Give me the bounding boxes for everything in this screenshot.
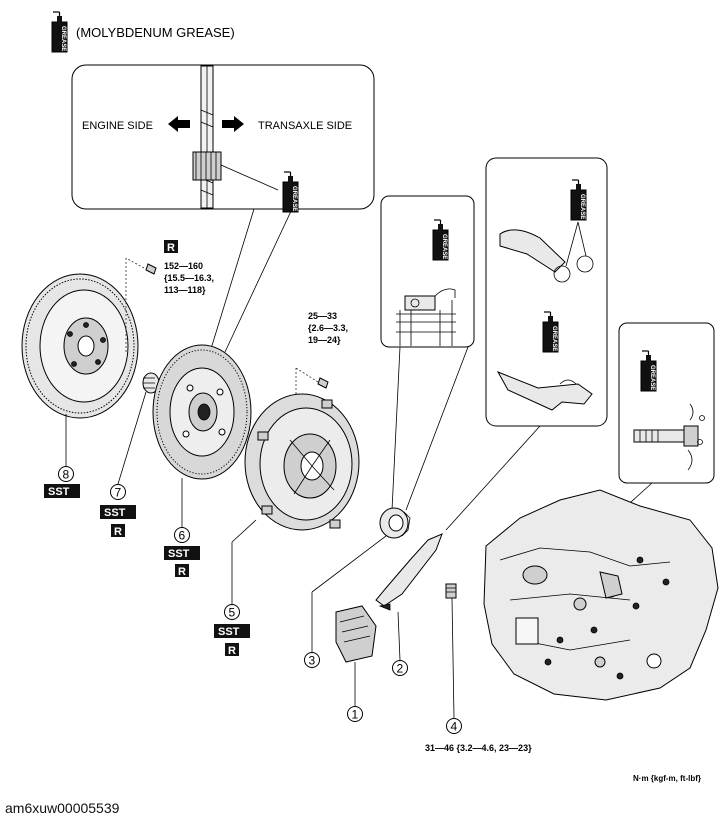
grease-tube-icon: GREASE: [51, 11, 68, 53]
grease-tube-icon: GREASE: [640, 350, 657, 392]
callout-8: 8: [58, 414, 74, 482]
badge-r: R: [225, 643, 239, 657]
stud-torque: 31—46 {3.2—4.6, 23—23}: [425, 743, 532, 753]
badge-sst: SST: [164, 546, 200, 560]
svg-text:GREASE: GREASE: [649, 365, 655, 390]
svg-text:SST: SST: [48, 486, 70, 498]
svg-text:GREASE: GREASE: [291, 186, 297, 211]
svg-text:8: 8: [63, 468, 70, 482]
legend-label: (MOLYBDENUM GREASE): [76, 25, 235, 40]
badge-sst: SST: [100, 505, 136, 519]
svg-text:SST: SST: [218, 626, 240, 638]
grease-tube-icon: GREASE: [542, 311, 559, 353]
callout-1: 1: [347, 706, 363, 722]
svg-text:R: R: [167, 242, 175, 254]
flywheel: [21, 273, 139, 419]
svg-text:SST: SST: [168, 548, 190, 560]
boot: [335, 605, 377, 706]
inset-release-bearing: GREASE: [380, 195, 475, 348]
units-note: N·m {kgf-m, ft-lbf}: [633, 774, 701, 783]
svg-text:GREASE: GREASE: [551, 326, 557, 351]
callout-2: 2: [392, 660, 408, 676]
image-id: am6xuw00005539: [5, 800, 120, 816]
svg-text:GREASE: GREASE: [60, 26, 66, 51]
callout-7: 7: [110, 484, 126, 500]
flywheel-torque-line3: 113—118}: [164, 285, 206, 295]
svg-text:4: 4: [451, 720, 458, 734]
callout-5: 5: [224, 604, 240, 620]
engine-side-label: ENGINE SIDE: [82, 120, 153, 132]
grease-tube-icon: GREASE: [282, 171, 299, 213]
svg-text:2: 2: [397, 662, 404, 676]
release-bearing: [311, 507, 411, 652]
flywheel-bolt: [125, 257, 157, 352]
callout-4: 4: [446, 718, 462, 734]
flywheel-torque-line2: {15.5—16.3,: [164, 273, 214, 283]
release-fork: [375, 533, 443, 661]
svg-text:GREASE: GREASE: [441, 234, 447, 259]
transaxle-side-arrow-icon: [222, 116, 244, 132]
flywheel-torque-line1: 152—160: [164, 261, 203, 271]
clutch-disc: [152, 344, 252, 527]
svg-text:R: R: [228, 645, 236, 657]
pilot-bearing: [117, 372, 160, 485]
grease-tube-icon: GREASE: [570, 179, 587, 221]
callout-3: 3: [304, 652, 320, 668]
badge-r: R: [175, 564, 189, 578]
inset-input-shaft: GREASE: [618, 322, 715, 484]
cover-torque-line3: 19—24}: [308, 335, 341, 345]
svg-text:3: 3: [309, 654, 316, 668]
svg-text:GREASE: GREASE: [579, 194, 585, 219]
inset-splined-shaft: ENGINE SIDE TRANSAXLE SIDE GREASE: [71, 64, 375, 213]
badge-r: R: [111, 524, 125, 538]
svg-text:1: 1: [352, 708, 359, 722]
svg-text:6: 6: [179, 529, 186, 543]
cover-torque-line2: {2.6—3.3,: [308, 323, 348, 333]
svg-text:SST: SST: [104, 507, 126, 519]
clutch-cover: [231, 393, 360, 605]
cover-torque-line1: 25—33: [308, 311, 337, 321]
svg-text:R: R: [178, 566, 186, 578]
stud-bolt: [445, 583, 457, 719]
badge-sst: SST: [44, 484, 80, 498]
grease-tube-icon: GREASE: [432, 219, 449, 261]
svg-text:7: 7: [115, 486, 122, 500]
badge-sst: SST: [214, 624, 250, 638]
legend: GREASE (MOLYBDENUM GREASE): [51, 11, 235, 53]
svg-text:R: R: [114, 526, 122, 538]
inset-release-fork: GREASE GREASE: [485, 157, 608, 427]
svg-text:5: 5: [229, 606, 236, 620]
callout-6: 6: [174, 527, 190, 543]
badge-r: R: [164, 240, 178, 254]
engine-side-arrow-icon: [168, 116, 190, 132]
transaxle-side-label: TRANSAXLE SIDE: [258, 120, 352, 132]
transaxle-case: [483, 489, 719, 701]
